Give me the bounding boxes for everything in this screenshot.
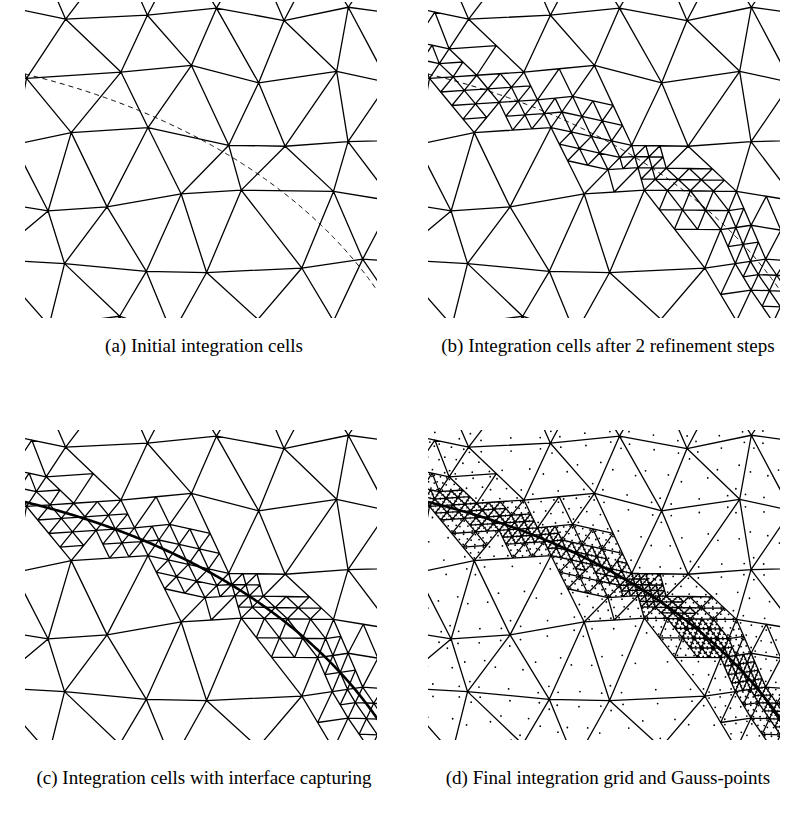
mesh-panel: [428, 430, 780, 740]
mesh-group: [25, 430, 377, 740]
mesh-panel: [25, 2, 377, 318]
mesh-group: [25, 2, 377, 318]
gauss-points: [428, 430, 780, 740]
interface-curve: [25, 74, 377, 318]
mesh-edges: [428, 430, 780, 740]
mesh-edges: [25, 2, 377, 318]
subfigure-caption: (b) Integration cells after 2 refinement…: [441, 332, 774, 359]
subfigure-caption: (d) Final integration grid and Gauss-poi…: [446, 764, 771, 791]
subfigure-caption: (a) Initial integration cells: [105, 332, 303, 359]
caption-column: (a) Initial integration cells: [8, 332, 400, 359]
mesh-edges: [428, 2, 780, 318]
mesh-panel: [428, 2, 780, 318]
mesh-panel: [25, 430, 377, 740]
caption-column: (b) Integration cells after 2 refinement…: [414, 332, 802, 359]
mesh-edges: [25, 430, 377, 740]
caption-column: (c) Integration cells with interface cap…: [8, 764, 400, 791]
mesh-group: [428, 2, 780, 318]
interface-curve: [428, 74, 780, 318]
captured-interface: [25, 502, 377, 740]
mesh-group: [428, 430, 780, 740]
subfigure-caption: (c) Integration cells with interface cap…: [37, 764, 372, 791]
captured-interface: [428, 502, 780, 740]
caption-column: (d) Final integration grid and Gauss-poi…: [414, 764, 802, 791]
